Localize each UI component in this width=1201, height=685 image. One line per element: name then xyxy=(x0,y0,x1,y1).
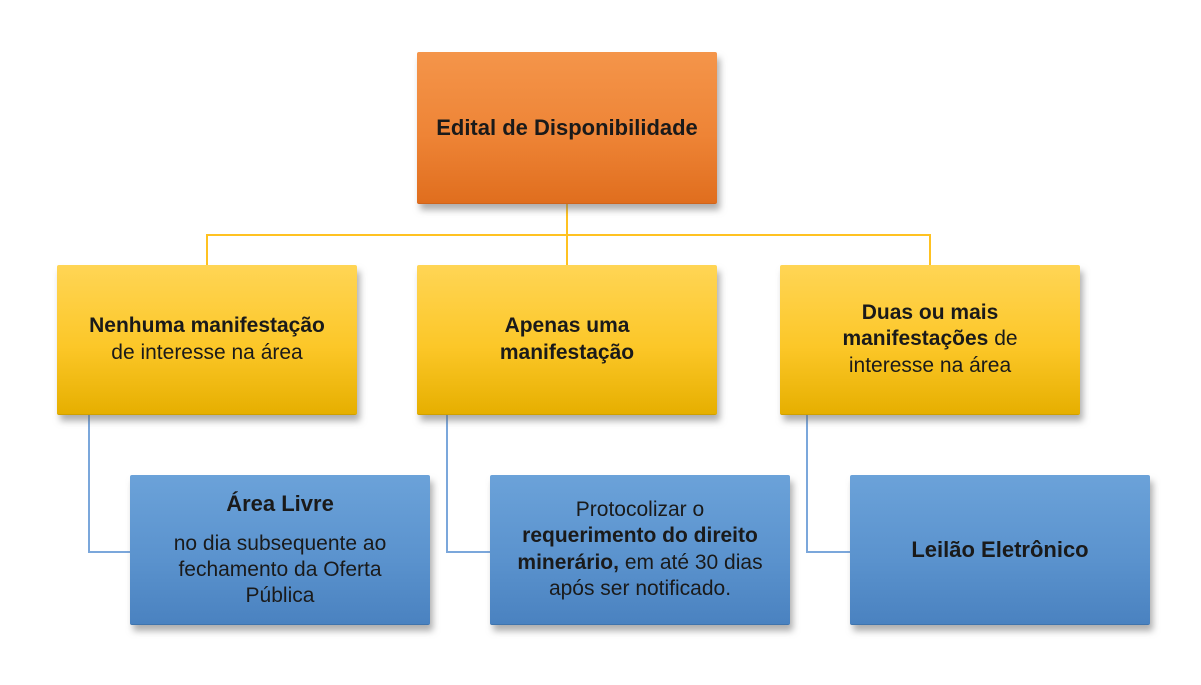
condition-none-text: Nenhuma manifestação de interesse na áre… xyxy=(89,313,325,365)
node-edital-de-disponibilidade: Edital de Disponibilidade xyxy=(417,52,717,204)
connector-elbow-middle-vertical xyxy=(446,415,448,553)
node-condition-duas-ou-mais: Duas ou mais manifestações de interesse … xyxy=(780,265,1080,415)
connector-horizontal-bar xyxy=(206,234,931,236)
condition-many-bold: Duas ou mais manifestações xyxy=(842,301,999,351)
connector-elbow-right-horizontal xyxy=(806,551,850,553)
node-outcome-protocolizar-requerimento: Protocolizar o requerimento do direito m… xyxy=(490,475,790,625)
node-condition-apenas-uma: Apenas uma manifestação xyxy=(417,265,717,415)
condition-one-bold: Apenas uma manifestação xyxy=(499,314,635,364)
outcome-free-title: Área Livre xyxy=(226,490,334,516)
outcome-auction-label: Leilão Eletrônico xyxy=(911,536,1089,562)
node-outcome-leilao-eletronico: Leilão Eletrônico xyxy=(850,475,1150,625)
node-condition-nenhuma-manifestacao: Nenhuma manifestação de interesse na áre… xyxy=(57,265,357,415)
outcome-protocol-post: em até 30 dias após ser notificado. xyxy=(548,550,763,600)
connector-elbow-right-vertical xyxy=(806,415,808,553)
connector-elbow-left-vertical xyxy=(88,415,90,553)
condition-many-text: Duas ou mais manifestações de interesse … xyxy=(813,300,1048,378)
node-outcome-area-livre: Área Livre no dia subsequente ao fechame… xyxy=(130,475,430,625)
outcome-protocol-bold: requerimento do direito minerário, xyxy=(517,524,758,574)
connector-elbow-middle-horizontal xyxy=(446,551,490,553)
outcome-free-detail: no dia subsequente ao fechamento da Ofer… xyxy=(173,532,387,608)
connector-drop-left xyxy=(206,234,208,267)
outcome-protocol-text: Protocolizar o requerimento do direito m… xyxy=(508,497,773,601)
connector-elbow-left-horizontal xyxy=(88,551,130,553)
condition-none-rest: de interesse na área xyxy=(111,340,303,364)
connector-drop-right xyxy=(929,234,931,267)
outcome-free-text: Área Livre no dia subsequente ao fechame… xyxy=(155,490,405,609)
outcome-protocol-pre: Protocolizar o xyxy=(575,498,705,522)
condition-one-text: Apenas uma manifestação xyxy=(482,313,652,365)
root-label: Edital de Disponibilidade xyxy=(436,114,698,140)
condition-none-bold: Nenhuma manifestação xyxy=(89,314,325,338)
condition-many-rest: de interesse na área xyxy=(848,327,1018,377)
